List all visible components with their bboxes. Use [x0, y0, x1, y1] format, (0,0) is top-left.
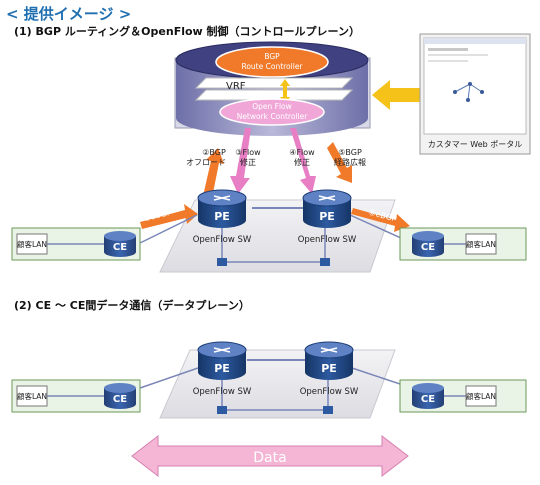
openflow-sw-label: OpenFlow SW [193, 235, 252, 245]
openflow-sw-label: OpenFlow SW [300, 387, 359, 397]
controller-link-arrow [280, 79, 290, 104]
small-switch-2b [323, 406, 333, 414]
bgp-controller-label-1: BGP [264, 52, 280, 61]
bgp-controller-label-2: Route Controller [241, 62, 303, 71]
step3-label-2: 修正 [240, 157, 256, 167]
data-flow-arrow [131, 434, 409, 478]
step4-label-2: 修正 [294, 157, 310, 167]
ebgp-right-arrow [351, 208, 410, 232]
vrf-plane-1 [194, 77, 354, 89]
openflow-sw-label: OpenFlow SW [193, 387, 252, 397]
customer-lan-left-2: 顧客LAN CE [11, 379, 141, 413]
pe-label: PE [214, 210, 230, 223]
openflow-controller-label-2: Network Controller [237, 112, 309, 121]
bgp-route-advert-arrow [327, 142, 352, 183]
portal-label: カスタマー Web ポータル [428, 140, 523, 149]
small-switch-1a [217, 258, 227, 266]
customer-lan-right-1: CE 顧客LAN [399, 227, 527, 261]
step5-label-1: ⑤BGP [338, 148, 362, 157]
small-switch-2a [217, 406, 227, 414]
customer-lan-label: 顧客LAN [466, 391, 496, 401]
flow-modify-arrow-right [290, 128, 316, 194]
controller-cylinder: BGP Route Controller VRF Open Flow Netwo… [174, 41, 371, 136]
ce-label: CE [421, 394, 435, 405]
step2-label-2: オフロード [186, 158, 226, 167]
ce-label: CE [113, 242, 127, 253]
pe-label: PE [319, 210, 335, 223]
pe-label: PE [321, 362, 337, 375]
page-title: < 提供イメージ > [6, 5, 132, 23]
customer-lan-right-2: CE 顧客LAN [399, 379, 527, 413]
customer-lan-label: 顧客LAN [17, 391, 47, 401]
flow-modify-arrow-left [230, 128, 251, 194]
step3-label-1: ③Flow [235, 148, 261, 157]
pe-label: PE [214, 362, 230, 375]
ce-label: CE [421, 242, 435, 253]
ce-label: CE [113, 394, 127, 405]
step4-label-1: ④Flow [289, 148, 315, 157]
customer-lan-label: 顧客LAN [466, 239, 496, 249]
section2-heading: (2) CE ～ CE間データ通信（データプレーン） [14, 299, 250, 312]
small-switch-1b [320, 258, 330, 266]
pe-router-right-2: PE [304, 341, 354, 380]
pe-router-left-2: PE [197, 341, 247, 380]
customer-web-portal: カスタマー Web ポータル [419, 33, 531, 155]
customer-lan-left-1: 顧客LAN CE [11, 227, 141, 261]
step5-label-2: 経路広報 [334, 157, 366, 167]
openflow-sw-label: OpenFlow SW [298, 235, 357, 245]
vrf-plane-2 [194, 89, 354, 101]
data-label: Data [253, 450, 286, 466]
pe-router-left-1: PE [197, 189, 247, 228]
bgp-offload-arrow [203, 148, 224, 198]
vrf-label: VRF [226, 81, 246, 92]
portal-to-controller-arrow [372, 80, 420, 110]
openflow-controller-label-1: Open Flow [252, 102, 292, 111]
customer-lan-label: 顧客LAN [17, 239, 47, 249]
step2-label-1: ②BGP [202, 148, 226, 157]
bgp-route-controller [215, 46, 329, 78]
openflow-network-controller [219, 98, 325, 126]
ebgp-left-arrow [140, 204, 198, 229]
pe-router-right-1: PE [302, 189, 352, 228]
section1-heading: (1) BGP ルーティング＆OpenFlow 制御（コントロールプレーン） [14, 25, 360, 38]
